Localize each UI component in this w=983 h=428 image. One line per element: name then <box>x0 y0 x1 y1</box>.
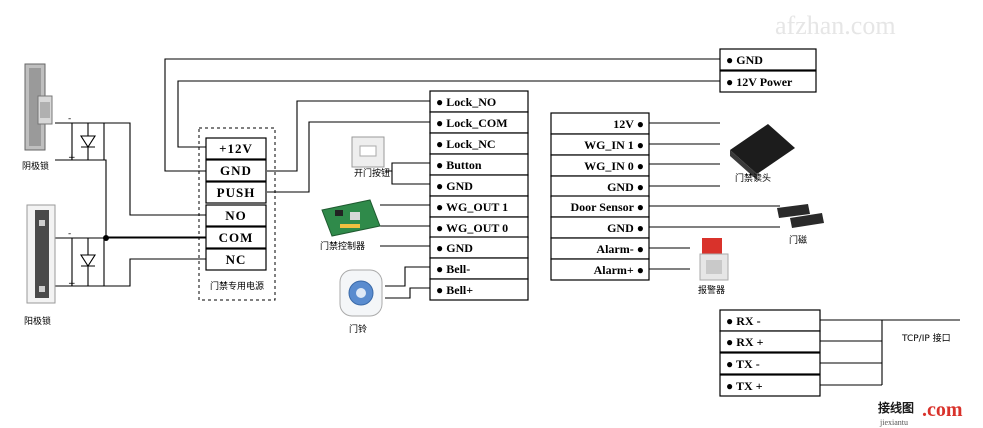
door-sensor-image: 门磁 <box>777 204 824 246</box>
exit-button-label: 开门按钮 <box>354 167 390 179</box>
exit-button-image: 开门按钮 <box>351 136 390 179</box>
cathode-lock-label: 阴极锁 <box>22 160 49 172</box>
terminal-12v: 12V ● <box>613 117 644 131</box>
terminal-wg-in-1: WG_IN 1 ● <box>584 138 644 152</box>
watermark-top: afzhan.com <box>775 11 896 40</box>
card-reader-label: 门禁读头 <box>735 172 771 184</box>
psu-terminal-push: PUSH <box>217 185 256 200</box>
terminal-door-sensor: Door Sensor ● <box>571 200 644 214</box>
network-terminal-block: ● RX - ● RX + ● TX - ● TX + TCP/IP 接口 <box>719 309 951 397</box>
psu-caption: 门禁专用电源 <box>210 280 264 292</box>
anode-lock-image: 阳极锁 - + <box>24 204 76 327</box>
psu-terminal-gnd: GND <box>220 163 252 178</box>
terminal-12v-power: ● 12V Power <box>726 75 793 89</box>
terminal-wg-out-0: ● WG_OUT 0 <box>436 221 508 235</box>
watermark-domain: jiexiantu <box>879 418 908 427</box>
lock-top-plus: + <box>68 153 76 163</box>
watermark-logo: 接线图 .com jiexiantu <box>878 399 963 427</box>
lock-bottom-minus: - <box>68 229 71 239</box>
terminal-gnd-2: ● GND <box>436 241 473 255</box>
terminal-bell-plus: ● Bell+ <box>436 283 473 297</box>
terminal-wg-out-1: ● WG_OUT 1 <box>436 200 508 214</box>
door-sensor-label: 门磁 <box>789 234 807 246</box>
lock-bottom-plus: + <box>68 279 76 289</box>
psu-terminal-nc: NC <box>226 252 247 267</box>
terminal-gnd: ● GND <box>726 53 763 67</box>
doorbell-label: 门铃 <box>349 323 367 335</box>
controller-right-terminals: 12V ● WG_IN 1 ● WG_IN 0 ● GND ● Door Sen… <box>550 112 650 281</box>
terminal-alarm-plus: Alarm+ ● <box>594 263 644 277</box>
watermark-dotcom: .com <box>922 399 963 421</box>
alarm-label: 报警器 <box>698 284 725 296</box>
terminal-rx-plus: ● RX + <box>726 335 764 349</box>
controller-label: 门禁控制器 <box>320 240 365 252</box>
terminal-gnd-1: ● GND <box>436 179 473 193</box>
wires <box>55 58 960 386</box>
terminal-bell-minus: ● Bell- <box>436 262 470 276</box>
alarm-image: 报警器 <box>698 238 729 296</box>
terminal-lock-nc: ● Lock_NC <box>436 137 496 151</box>
terminal-lock-no: ● Lock_NO <box>436 95 496 109</box>
terminal-gnd-3: GND ● <box>607 180 644 194</box>
terminal-lock-com: ● Lock_COM <box>436 116 508 130</box>
psu-terminal-com: COM <box>219 230 254 245</box>
controller-board-image: 门禁控制器 <box>320 199 381 252</box>
terminal-alarm-minus: Alarm- ● <box>596 242 644 256</box>
cathode-lock-image: 阴极锁 - + <box>22 63 76 172</box>
doorbell-image: 门铃 <box>339 269 383 335</box>
terminal-wg-in-0: WG_IN 0 ● <box>584 159 644 173</box>
card-reader-image: 门禁读头 <box>730 124 795 184</box>
terminal-tx-plus: ● TX + <box>726 379 763 393</box>
top-terminal-block: ● GND ● 12V Power <box>719 48 817 93</box>
controller-left-terminals: ● Lock_NO ● Lock_COM ● Lock_NC ● Button … <box>429 90 529 301</box>
lock-top-minus: - <box>68 114 71 124</box>
terminal-rx-minus: ● RX - <box>726 314 761 328</box>
network-label: TCP/IP 接口 <box>901 332 951 344</box>
psu-terminal-no: NO <box>225 208 247 223</box>
power-supply-block: +12V GND PUSH NO COM NC 门禁专用电源 <box>198 127 276 301</box>
terminal-gnd-4: GND ● <box>607 221 644 235</box>
terminal-button: ● Button <box>436 158 482 172</box>
watermark-brand: 接线图 <box>878 400 914 415</box>
terminal-tx-minus: ● TX - <box>726 357 760 371</box>
psu-terminal-12v: +12V <box>219 141 253 156</box>
anode-lock-label: 阳极锁 <box>24 315 51 327</box>
